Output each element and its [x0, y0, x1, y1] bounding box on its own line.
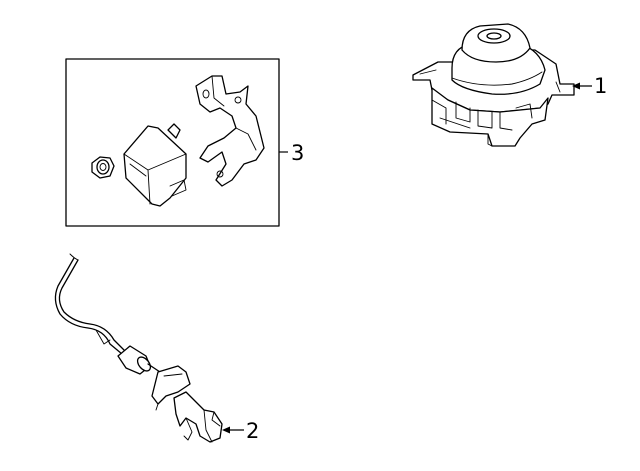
- bracket: [195, 75, 265, 187]
- callout-1: 1: [572, 74, 607, 98]
- control-module: [123, 123, 187, 207]
- callout-number-2: 2: [246, 419, 259, 443]
- part-1-shifter-module[interactable]: [412, 23, 575, 147]
- callout-number-3: 3: [291, 141, 304, 165]
- callout-3: 3: [279, 141, 304, 165]
- arrow-head-1: [572, 82, 580, 90]
- callout-number-1: 1: [594, 74, 607, 98]
- callout-2: 2: [222, 419, 259, 443]
- nut: [91, 156, 115, 179]
- arrow-head-2: [222, 426, 230, 434]
- part-3-kit-box[interactable]: [65, 58, 280, 227]
- part-2-sensor-harness[interactable]: [54, 253, 223, 443]
